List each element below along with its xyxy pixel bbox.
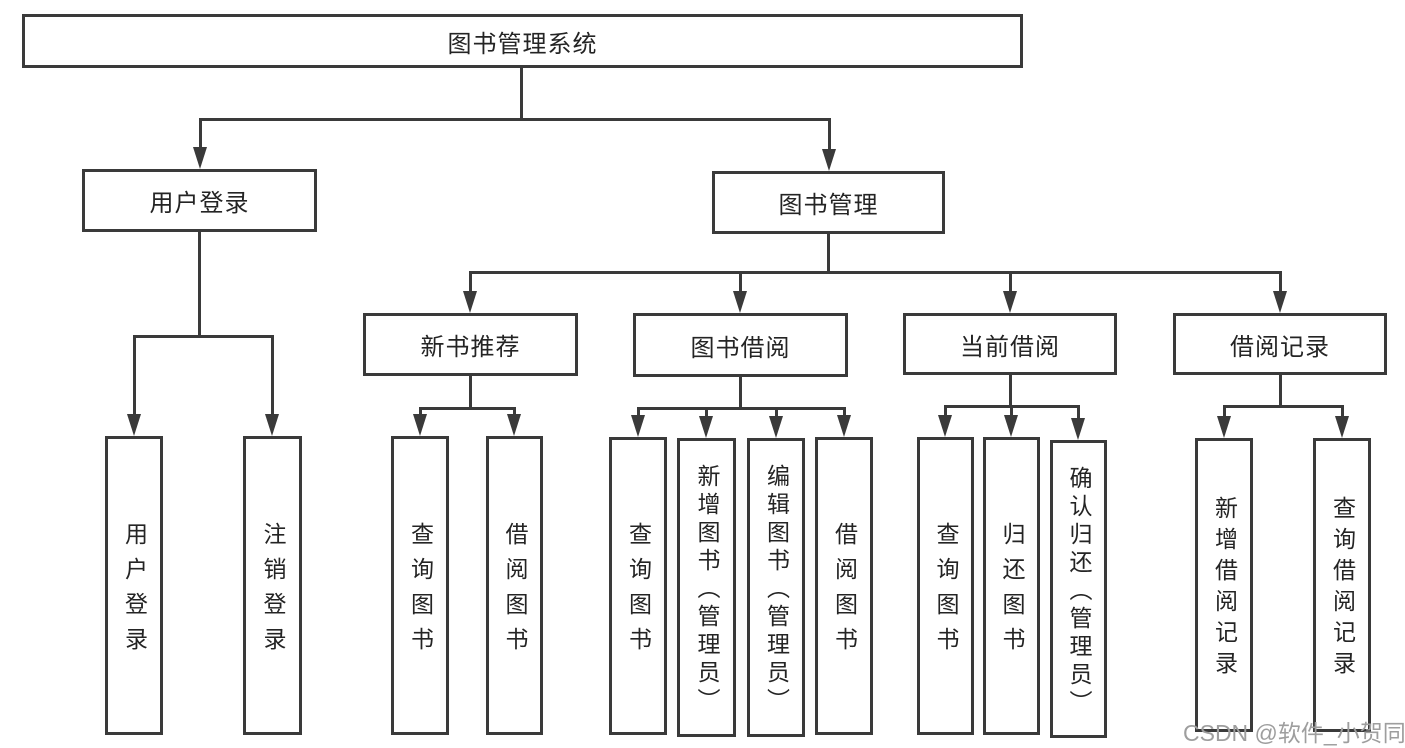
leaf-logout: 注销登录 [243, 436, 302, 735]
connector-drop-return-books [1010, 405, 1013, 420]
node-current-borrow: 当前借阅 [903, 313, 1117, 375]
connector-drop-query-record [1341, 405, 1344, 421]
leaf-return-books-label: 归还图书 [999, 522, 1025, 662]
arrowhead-query3 [938, 415, 952, 437]
arrowhead-book-management [822, 149, 836, 171]
connector-drop-book-borrow [739, 271, 742, 294]
leaf-query-books-2: 查询图书 [609, 437, 667, 735]
arrowhead-new-book [463, 291, 477, 313]
arrowhead-current-borrow [1003, 291, 1017, 313]
arrowhead-add-books [699, 416, 713, 438]
arrowhead-return-books [1004, 415, 1018, 437]
connector-drop-user-login [199, 118, 202, 152]
leaf-logout-label: 注销登录 [260, 521, 286, 662]
connector-l3-branch [469, 271, 1282, 274]
arrowhead-confirm-return [1071, 418, 1085, 440]
leaf-add-books-admin: 新增图书（管理员） [677, 438, 736, 737]
connector-drop-edit-books [775, 407, 778, 421]
connector-drop-add-record [1223, 405, 1226, 421]
connector-drop-borrow-records [1279, 271, 1282, 294]
node-user-login-label: 用户登录 [149, 190, 250, 217]
arrowhead-book-borrow [733, 291, 747, 313]
leaf-add-borrow-record: 新增借阅记录 [1195, 438, 1253, 732]
connector-book-management-stem [827, 234, 830, 274]
connector-drop-current-borrow [1009, 271, 1012, 294]
connector-root-stem [520, 68, 523, 120]
leaf-borrow-books-2-label: 借阅图书 [831, 522, 858, 662]
node-book-borrow-label: 图书借阅 [690, 334, 791, 362]
arrowhead-query-record [1335, 416, 1349, 438]
leaf-query-books-1-label: 查询图书 [407, 521, 434, 662]
arrowhead-leaf-login [127, 414, 141, 436]
connector-new-book-stem [469, 376, 472, 409]
connector-new-book-branch [419, 407, 516, 410]
leaf-add-borrow-record-label: 新增借阅记录 [1211, 496, 1238, 682]
connector-drop-query2 [637, 407, 640, 420]
node-new-book-recommend: 新书推荐 [363, 313, 578, 376]
node-borrow-records: 借阅记录 [1173, 313, 1387, 375]
node-current-borrow-label: 当前借阅 [960, 333, 1060, 361]
connector-drop-new-book [469, 271, 472, 294]
connector-drop-query1 [419, 407, 422, 419]
connector-drop-leaf-logout [271, 335, 274, 417]
leaf-edit-books-admin-label: 编辑图书（管理员） [763, 464, 790, 716]
leaf-query-borrow-record: 查询借阅记录 [1313, 438, 1371, 732]
connector-drop-add-books [705, 407, 708, 421]
connector-user-login-branch [133, 335, 274, 338]
leaf-query-books-1: 查询图书 [391, 436, 449, 735]
leaf-query-borrow-record-label: 查询借阅记录 [1329, 496, 1356, 682]
connector-drop-borrow2 [843, 407, 846, 420]
connector-drop-book-management [828, 118, 831, 154]
watermark: CSDN @软件_小贺同学 [1183, 720, 1405, 746]
node-book-management-label: 图书管理 [778, 192, 879, 219]
leaf-query-books-2-label: 查询图书 [625, 522, 652, 662]
connector-drop-leaf-login [133, 335, 136, 417]
arrowhead-borrow1 [507, 414, 521, 436]
connector-drop-query3 [944, 405, 947, 420]
leaf-borrow-books-1-label: 借阅图书 [502, 521, 528, 662]
leaf-query-books-3-label: 查询图书 [933, 522, 959, 662]
connector-drop-borrow1 [513, 407, 516, 419]
leaf-edit-books-admin: 编辑图书（管理员） [747, 438, 805, 737]
connector-borrow-records-branch [1223, 405, 1344, 408]
connector-book-borrow-stem [739, 377, 742, 409]
leaf-borrow-books-1: 借阅图书 [486, 436, 543, 735]
leaf-user-login-label: 用户登录 [121, 521, 148, 662]
leaf-query-books-3: 查询图书 [917, 437, 974, 735]
arrowhead-query2 [631, 415, 645, 437]
leaf-borrow-books-2: 借阅图书 [815, 437, 873, 735]
arrowhead-borrow2 [837, 415, 851, 437]
leaf-add-books-admin-label: 新增图书（管理员） [694, 464, 720, 716]
node-book-management: 图书管理 [712, 171, 945, 234]
leaf-return-books: 归还图书 [983, 437, 1040, 735]
arrowhead-add-record [1217, 416, 1231, 438]
node-root-label: 图书管理系统 [447, 30, 598, 58]
connector-l2-branch [199, 118, 831, 121]
arrowhead-leaf-logout [265, 414, 279, 436]
connector-book-borrow-branch [637, 407, 846, 410]
arrowhead-query1 [413, 414, 427, 436]
connector-drop-confirm-return [1077, 405, 1080, 423]
node-user-login: 用户登录 [82, 169, 317, 232]
connector-user-login-stem [198, 232, 201, 338]
node-root: 图书管理系统 [22, 14, 1023, 68]
connector-borrow-records-stem [1279, 375, 1282, 407]
node-borrow-records-label: 借阅记录 [1230, 333, 1330, 361]
arrowhead-user-login [193, 147, 207, 169]
leaf-confirm-return-admin: 确认归还（管理员） [1050, 440, 1107, 738]
connector-current-borrow-stem [1009, 375, 1012, 407]
arrowhead-edit-books [769, 416, 783, 438]
node-book-borrow: 图书借阅 [633, 313, 848, 377]
leaf-confirm-return-admin-label: 确认归还（管理员） [1066, 465, 1092, 718]
node-new-book-recommend-label: 新书推荐 [420, 334, 521, 361]
arrowhead-borrow-records [1273, 291, 1287, 313]
leaf-user-login: 用户登录 [105, 436, 163, 735]
